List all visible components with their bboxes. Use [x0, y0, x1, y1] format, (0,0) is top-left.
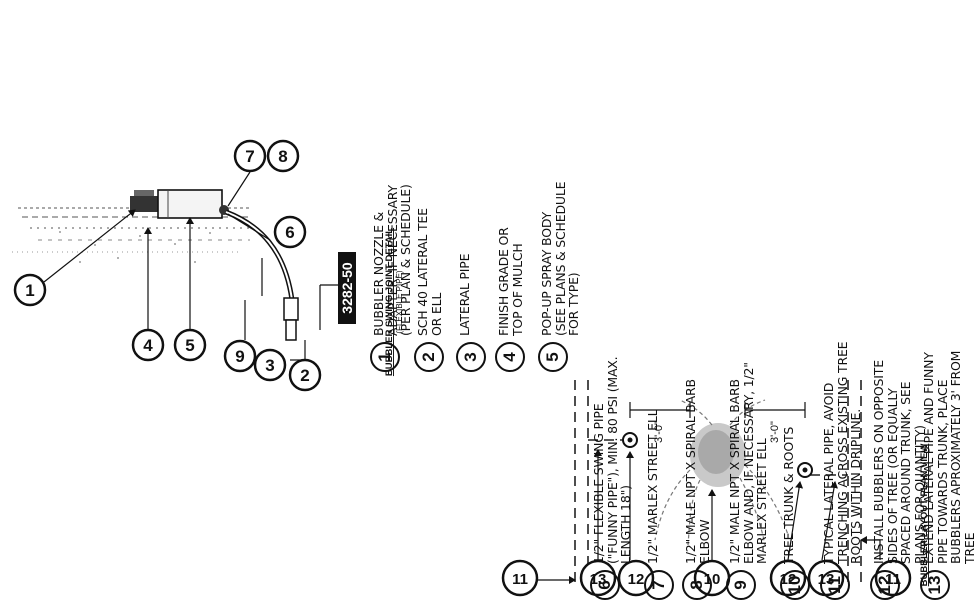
svg-text:10: 10	[704, 571, 721, 588]
lateral-pipes	[574, 380, 862, 585]
note-9-text: 1/2" MALE NPT x SPIRAL BARB ELBOW AND, I…	[727, 362, 769, 564]
callout-12b: 12	[769, 559, 807, 597]
svg-text:13: 13	[818, 571, 835, 588]
note-3-text: LATERAL PIPE	[457, 253, 472, 336]
note-6-text: 1/2" FLEXIBLE SWING PIPE ("FUNNY PIPE"),…	[591, 356, 633, 564]
note-4-bubble: 4	[495, 342, 525, 372]
note-4-text: FINISH GRADE OR TOP OF MULCH	[496, 227, 525, 336]
callout-6: 6	[273, 215, 307, 249]
dimension-b: 3'-0"	[769, 421, 781, 443]
svg-text:12: 12	[780, 571, 797, 588]
pop-up-spray-body	[157, 189, 223, 219]
callout-2: 2	[288, 358, 322, 392]
bubbler-layout-plan-view: 3'-0" 3'-0" 11 13 12 10 12 13 11 BUBBLER…	[501, 380, 930, 597]
callout-10: 10	[693, 559, 731, 597]
callout-7: 7	[233, 139, 267, 173]
note-13-text: EXTEND LATERAL PIPE AND FUNNY PIPE TOWAR…	[921, 350, 977, 564]
svg-text:11: 11	[885, 571, 901, 588]
svg-text:9: 9	[235, 347, 244, 366]
note-11-bubble: 11	[820, 570, 850, 600]
note-3: 3 LATERAL PIPE	[456, 253, 486, 372]
svg-text:4: 4	[143, 336, 153, 355]
svg-text:8: 8	[278, 147, 287, 166]
note-8-text: 1/2" MALE NPT x SPIRAL BARB ELBOW	[683, 379, 712, 564]
detail-title: BUBBLER SWING JOINT DETAIL	[384, 228, 395, 376]
callout-13b: 13	[807, 559, 845, 597]
note-5-bubble: 5	[538, 342, 568, 372]
note-8: 8 1/2" MALE NPT x SPIRAL BARB ELBOW	[682, 379, 712, 600]
svg-text:12: 12	[628, 571, 645, 588]
svg-text:3: 3	[265, 356, 274, 375]
note-5: 5 POP-UP SPRAY BODY (SEE PLANS & SCHEDUL…	[538, 181, 581, 372]
svg-text:2: 2	[300, 366, 309, 385]
plan-title: BUBBLER LAYOUT PLAN VIEW	[919, 444, 930, 587]
callout-1: 1	[13, 273, 47, 307]
note-6: 6 1/2" FLEXIBLE SWING PIPE ("FUNNY PIPE"…	[590, 356, 633, 600]
callout-12a: 12	[617, 559, 655, 597]
callout-4: 4	[131, 328, 165, 362]
note-1: 1 BUBBLER NOZZLE & ADAPTER, IF NECESSARY…	[370, 184, 413, 372]
note-1-text: BUBBLER NOZZLE & ADAPTER, IF NECESSARY (…	[371, 184, 413, 336]
bubbler-right	[797, 462, 813, 478]
detail-tag-box	[338, 252, 356, 324]
note-12-bubble: 12	[870, 570, 900, 600]
note-12: 12 INSTALL BUBBLERS ON OPPOSITE SIDES OF…	[870, 360, 927, 600]
callout-8: 8	[266, 139, 300, 173]
note-9-bubble: 9	[726, 570, 756, 600]
callout-3: 3	[253, 348, 287, 382]
svg-text:6: 6	[285, 223, 294, 242]
note-8-bubble: 8	[682, 570, 712, 600]
note-10: 10 TREE TRUNK & ROOTS	[780, 426, 810, 600]
detail-subtitle: (FLEXIBLE PIPE)	[395, 270, 404, 333]
note-7-bubble: 7	[644, 570, 674, 600]
dimension-a: 3'-0"	[653, 421, 665, 443]
note-10-text: TREE TRUNK & ROOTS	[781, 426, 796, 564]
swing-joint-detail: 3282-50 1 4 5 9 3 2 7 8 6	[12, 139, 404, 392]
note-7: 7 1/2" MARLEX STREET ELL	[644, 409, 674, 600]
note-11: 11 TYPICAL LATERAL PIPE, AVOID TRENCHING…	[820, 341, 863, 600]
note-5-text: POP-UP SPRAY BODY (SEE PLANS & SCHEDULE …	[539, 181, 581, 336]
svg-text:11: 11	[512, 571, 528, 588]
lateral-tee	[285, 319, 297, 341]
dimension-lines	[629, 402, 806, 418]
detail-tag: 3282-50	[339, 262, 355, 314]
callout-13a: 13	[579, 559, 617, 597]
svg-text:13: 13	[590, 571, 607, 588]
note-11-text: TYPICAL LATERAL PIPE, AVOID TRENCHING AC…	[821, 341, 863, 564]
callout-5: 5	[173, 328, 207, 362]
note-10-bubble: 10	[780, 570, 810, 600]
note-13: 13 EXTEND LATERAL PIPE AND FUNNY PIPE TO…	[920, 350, 977, 600]
note-4: 4 FINISH GRADE OR TOP OF MULCH	[495, 227, 525, 372]
callout-11a: 11	[501, 559, 539, 597]
note-2-text: SCH 40 LATERAL TEE OR ELL	[415, 208, 444, 336]
detail-title-block: BUBBLER SWING JOINT DETAIL (FLEXIBLE PIP…	[384, 228, 404, 376]
svg-text:7: 7	[245, 147, 254, 166]
nozzle-cap	[134, 190, 154, 196]
note-1-bubble: 1	[370, 342, 400, 372]
tree-trunk-roots	[654, 399, 789, 546]
note-2: 2 SCH 40 LATERAL TEE OR ELL	[414, 208, 444, 372]
bubbler-nozzle	[130, 196, 158, 212]
svg-text:5: 5	[185, 336, 194, 355]
note-6-bubble: 6	[590, 570, 620, 600]
bubbler-left	[622, 432, 638, 448]
svg-text:1: 1	[25, 281, 34, 300]
note-3-bubble: 3	[456, 342, 486, 372]
note-7-text: 1/2" MARLEX STREET ELL	[645, 409, 660, 564]
callout-11b: 11	[874, 559, 912, 597]
note-12-text: INSTALL BUBBLERS ON OPPOSITE SIDES OF TR…	[871, 360, 927, 564]
plan-title-block: BUBBLER LAYOUT PLAN VIEW	[919, 444, 930, 587]
note-2-bubble: 2	[414, 342, 444, 372]
note-13-bubble: 13	[920, 570, 950, 600]
callout-9: 9	[223, 339, 257, 373]
soil-stipple	[59, 231, 211, 263]
note-9: 9 1/2" MALE NPT x SPIRAL BARB ELBOW AND,…	[726, 362, 769, 600]
